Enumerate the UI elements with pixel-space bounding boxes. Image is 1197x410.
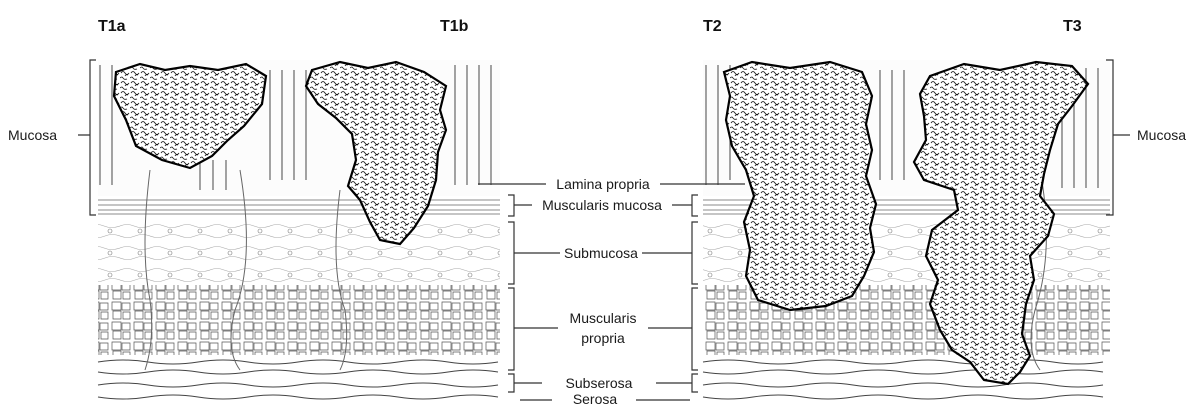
stage-label-t2: T2: [703, 18, 722, 35]
label-subserosa: Subserosa: [566, 375, 633, 391]
label-muscularis-propria-line1: Muscularis: [570, 310, 637, 326]
label-serosa: Serosa: [573, 391, 618, 405]
label-muscularis-mucosa: Muscularis mucosa: [542, 197, 662, 213]
stage-label-t3: T3: [1063, 18, 1082, 35]
label-submucosa: Submucosa: [564, 245, 638, 261]
label-mucosa-right: Mucosa: [1137, 127, 1186, 143]
label-muscularis-propria-line2: propria: [581, 330, 625, 346]
label-mucosa-left: Mucosa: [8, 127, 57, 143]
stage-label-t1b: T1b: [440, 18, 469, 35]
label-lamina-propria: Lamina propria: [556, 176, 650, 192]
stage-label-t1a: T1a: [98, 18, 126, 35]
